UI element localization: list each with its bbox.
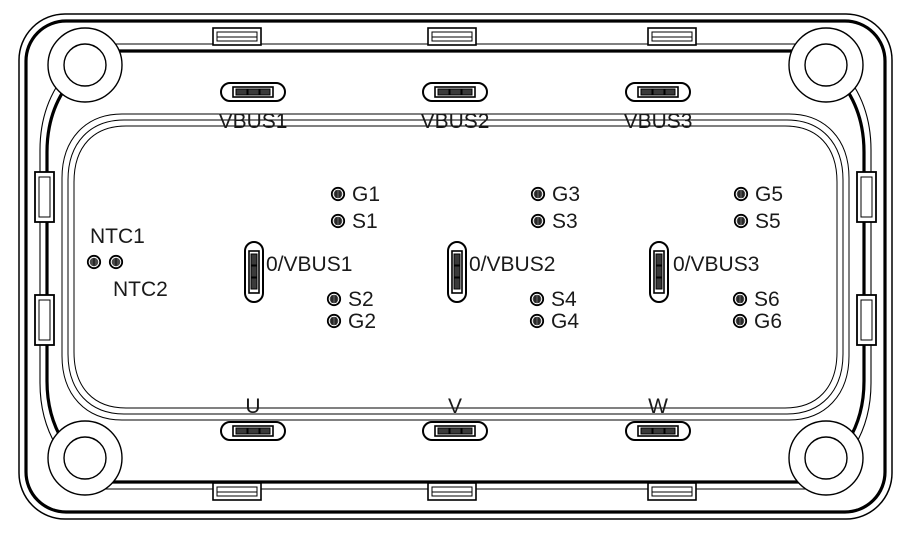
signal-pin-s3 — [530, 213, 546, 229]
edge-clip-top-1 — [212, 27, 262, 46]
ntc1-label: NTC1 — [90, 225, 145, 248]
terminal-label-phase-v: V — [448, 395, 462, 418]
edge-slot-left-upper — [34, 171, 55, 223]
edge-slot-left-lower — [34, 294, 55, 346]
terminal-label-phase-u: U — [245, 395, 260, 418]
signal-pin-s6 — [732, 291, 748, 307]
signal-pin-label-g2: G2 — [348, 310, 376, 333]
signal-pin-label-g1: G1 — [352, 183, 380, 206]
signal-pin-g1 — [330, 186, 346, 202]
signal-pin-g6 — [732, 313, 748, 329]
terminal-pad-vbus2 — [422, 82, 488, 102]
housing-outer-contour — [18, 13, 893, 520]
edge-slots-left — [34, 171, 55, 346]
terminal-pad-zero-vbus3 — [649, 241, 669, 303]
terminal-pad-vbus1 — [220, 82, 286, 102]
signal-pin-label-s3: S3 — [552, 210, 578, 233]
mounting-holes-group — [47, 27, 864, 496]
mounting-hole-top-left — [47, 27, 123, 103]
signal-pin-g3 — [530, 186, 546, 202]
terminal-pad-zero-vbus2 — [447, 241, 467, 303]
signal-pin-label-s6: S6 — [754, 288, 780, 311]
mounting-hole-top-right — [788, 27, 864, 103]
terminal-pad-phase-v — [422, 421, 488, 441]
edge-slots-right — [856, 171, 877, 346]
ntc2-label: NTC2 — [113, 278, 168, 301]
edge-clips-top — [212, 27, 697, 46]
signal-pin-label-g5: G5 — [755, 183, 783, 206]
edge-clip-bottom-3 — [647, 482, 697, 501]
mounting-hole-bottom-left — [47, 420, 123, 496]
signal-pin-label-g6: G6 — [754, 310, 782, 333]
mounting-hole-bottom-right — [788, 420, 864, 496]
edge-slot-right-lower — [856, 294, 877, 346]
substrate-window — [73, 125, 838, 409]
edge-clip-top-3 — [647, 27, 697, 46]
edge-slot-right-upper — [856, 171, 877, 223]
edge-clips-bottom — [212, 482, 697, 501]
signal-pin-g2 — [326, 313, 342, 329]
terminal-pad-phase-w — [625, 421, 691, 441]
signal-pin-label-s5: S5 — [755, 210, 781, 233]
signal-pin-label-s2: S2 — [348, 288, 374, 311]
signal-pin-label-g4: G4 — [551, 310, 579, 333]
signal-pin-s1 — [330, 213, 346, 229]
ntc2-pin — [108, 254, 124, 270]
signal-pin-label-s1: S1 — [352, 210, 378, 233]
ntc1-pin — [86, 254, 102, 270]
signal-pin-s5 — [733, 213, 749, 229]
terminal-label-zero-vbus3: 0/VBUS3 — [673, 253, 759, 276]
terminal-label-vbus2: VBUS2 — [421, 110, 490, 133]
signal-pin-s4 — [529, 291, 545, 307]
signal-pin-label-g3: G3 — [552, 183, 580, 206]
signal-pin-s2 — [326, 291, 342, 307]
terminal-label-vbus3: VBUS3 — [624, 110, 693, 133]
terminal-label-zero-vbus2: 0/VBUS2 — [469, 253, 555, 276]
signal-pin-g5 — [733, 186, 749, 202]
terminal-label-phase-w: W — [648, 395, 668, 418]
edge-clip-bottom-1 — [212, 482, 262, 501]
terminal-pad-zero-vbus1 — [244, 241, 264, 303]
terminal-label-zero-vbus1: 0/VBUS1 — [266, 253, 352, 276]
terminal-pad-phase-u — [220, 421, 286, 441]
mold-cavity-frame — [61, 113, 850, 421]
edge-clip-top-2 — [427, 27, 477, 46]
signal-pin-g4 — [529, 313, 545, 329]
terminal-label-vbus1: VBUS1 — [219, 110, 288, 133]
signal-pin-label-s4: S4 — [551, 288, 577, 311]
terminal-pad-vbus3 — [625, 82, 691, 102]
edge-clip-bottom-2 — [427, 482, 477, 501]
